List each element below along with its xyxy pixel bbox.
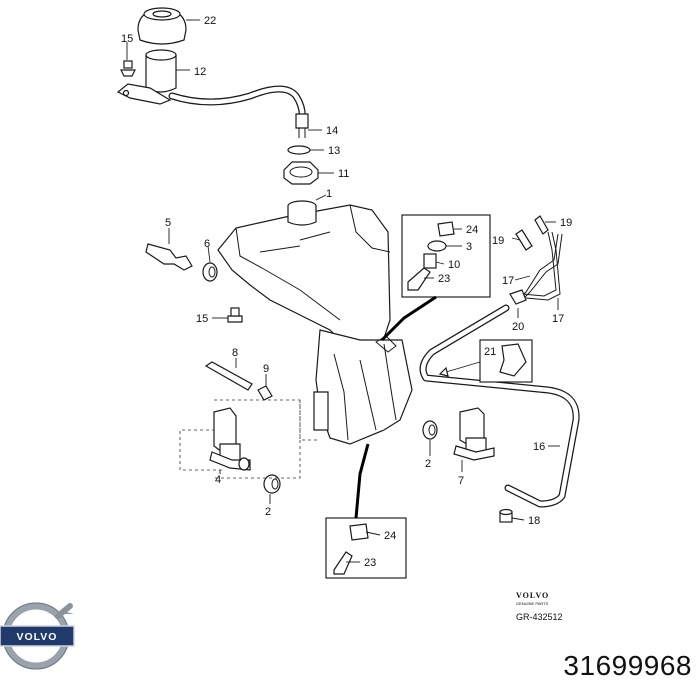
- leader-lines: [126, 19, 560, 563]
- callout-label: 17: [502, 275, 514, 287]
- level-sensor-5: [145, 243, 193, 271]
- callout-label: 19: [492, 235, 504, 247]
- grommet-2-lower: [263, 474, 281, 494]
- detail-upper-parts: [407, 221, 455, 291]
- callout-label: 18: [528, 515, 540, 527]
- brand-stamp: VOLVO GENUINE PARTS GR-432512: [516, 591, 563, 622]
- callout-label: 11: [338, 168, 349, 180]
- part-number: 31699968: [563, 650, 692, 681]
- detail-lower-pointer: [354, 443, 370, 519]
- arrow-head-21: [438, 366, 449, 377]
- seal-ring-13: [287, 145, 311, 155]
- callout-label: 23: [438, 273, 450, 285]
- callout-label: 14: [326, 125, 338, 137]
- callout-label: 15: [196, 313, 208, 325]
- washer-pump-7: [453, 407, 495, 461]
- bolt-15-middle: [227, 307, 243, 323]
- callout-label: 1: [326, 188, 332, 200]
- brand-subtitle: GENUINE PARTS: [516, 601, 549, 606]
- callout-label: 22: [204, 15, 216, 27]
- clip-21: [499, 343, 527, 377]
- diagram-reference: GR-432512: [516, 612, 563, 622]
- filler-cap-22: [137, 7, 187, 45]
- callout-label: 2: [265, 506, 271, 518]
- washer-reservoir-1: [217, 200, 413, 445]
- callout-label: 23: [364, 557, 376, 569]
- callout-label: 13: [328, 145, 340, 157]
- callout-label: 8: [232, 347, 238, 359]
- nozzle-19-upper: [534, 215, 549, 235]
- lock-nut-11: [283, 161, 319, 185]
- callout-label: 19: [560, 217, 572, 229]
- connector-18: [499, 508, 513, 523]
- callout-label: 16: [533, 441, 545, 453]
- callout-label: 10: [448, 259, 460, 271]
- clip-9: [257, 385, 273, 401]
- callout-label: 12: [194, 66, 206, 78]
- bolt-15-top: [120, 60, 136, 77]
- callout-label: 24: [466, 224, 478, 236]
- logo-wordmark: VOLVO: [17, 631, 58, 643]
- callout-label: 17: [552, 313, 564, 325]
- nozzle-19-lower: [515, 229, 533, 251]
- grommet-6: [202, 262, 218, 282]
- filler-neck-12: [116, 49, 309, 138]
- detail-upper-pointer: [380, 295, 437, 342]
- callout-label: 20: [512, 321, 524, 333]
- callout-label: 7: [458, 475, 464, 487]
- washer-hose-16: [419, 304, 580, 508]
- callout-label: 4: [215, 474, 221, 486]
- volvo-logo: VOLVO: [0, 602, 75, 670]
- detail-lower-parts: [333, 523, 369, 575]
- brand-name: VOLVO: [516, 591, 549, 600]
- level-rod-8: [204, 361, 253, 391]
- callout-label: 3: [466, 241, 472, 253]
- callout-label: 24: [384, 530, 396, 542]
- washer-pump-4: [209, 407, 251, 471]
- callout-label: 6: [204, 238, 210, 250]
- callout-label: 15: [121, 33, 133, 45]
- callout-label: 2: [425, 458, 431, 470]
- callout-label: 21: [484, 346, 496, 358]
- t-connector-20: [509, 289, 527, 305]
- callout-label: 9: [263, 363, 269, 375]
- callout-labels: 22 15 12 14 13 11 1 5 6 15 24 3 10 23 19…: [121, 15, 572, 569]
- callout-label: 5: [165, 217, 171, 229]
- detail-21-pointer: [445, 361, 481, 373]
- grommet-2-right: [422, 420, 438, 440]
